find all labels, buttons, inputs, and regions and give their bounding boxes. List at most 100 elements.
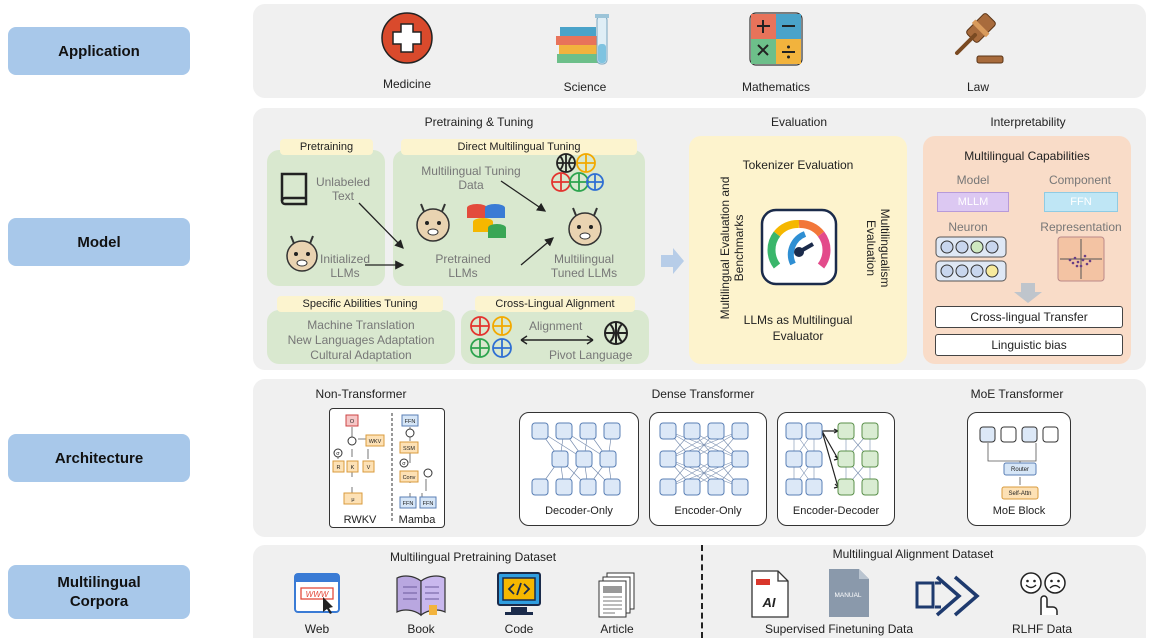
row-label-text: Architecture: [54, 449, 144, 467]
specific-abilities-tag: Specific Abilities Tuning: [277, 296, 443, 312]
decoder-only-label: Decoder-Only: [545, 505, 613, 517]
code-label: Code: [504, 622, 534, 636]
encoder-only-label: Encoder-Only: [674, 505, 742, 517]
mamba-conv-label: Conv: [403, 475, 416, 481]
rwkv-mu-label: μ: [351, 497, 354, 503]
rwkv-k-label: K: [351, 465, 355, 471]
down-arrow-icon: [1014, 283, 1042, 303]
pretraining-tag: Pretraining: [280, 139, 373, 155]
moe-block-label: MoE Block: [992, 505, 1046, 517]
tuned-llms-label: Multilingual Tuned LLMs: [550, 252, 618, 280]
encoder-only-card: Encoder-Only: [649, 412, 767, 526]
row-label-corpora: Multilingual Corpora: [8, 565, 190, 619]
web-label: Web: [304, 622, 330, 636]
non-transformer-card: O WKV R K V μ σ FFN SSM Conv FFN FFN σ R…: [329, 408, 445, 528]
pretraining-dataset-title: Multilingual Pretraining Dataset: [389, 550, 557, 564]
self-attn-label: Self-Attn: [1008, 491, 1031, 497]
medicine-label: Medicine: [382, 77, 432, 91]
ai-document-label: AI: [762, 595, 776, 610]
multilingual-globes-icon: [470, 316, 512, 358]
rwkv-r-label: R: [337, 465, 341, 471]
representation-scatter-icon: [1057, 236, 1105, 282]
web-icon: WWW: [294, 573, 340, 614]
manual-document-icon: MANUAL: [829, 569, 869, 617]
pretraining-tuning-title: Pretraining & Tuning: [424, 115, 534, 129]
llama-icon: [286, 235, 318, 272]
rwkv-o-label: O: [350, 419, 355, 425]
linguistic-bias-box: Linguistic bias: [935, 334, 1123, 356]
encoder-only-diagram: [659, 422, 749, 496]
rwkv-sigma-label: σ: [336, 451, 340, 457]
encoder-decoder-card: Encoder-Decoder: [777, 412, 895, 526]
model-label: Model: [956, 173, 990, 187]
llama-icon: [568, 207, 602, 246]
architecture-panel: Non-Transformer Dense Transformer MoE Tr…: [253, 379, 1146, 537]
law-label: Law: [966, 80, 989, 94]
encoder-decoder-diagram: [785, 422, 879, 496]
multilingual-globes-icon: [551, 153, 604, 192]
model-panel: Pretraining & Tuning Pretraining Unlabel…: [253, 108, 1146, 370]
dense-transformer-title: Dense Transformer: [651, 387, 755, 401]
sft-label: Supervised Finetuning Data: [764, 622, 914, 636]
calculator-icon: [749, 12, 803, 66]
tuning-arrows: [358, 180, 554, 270]
feedback-faces-icon: [1020, 572, 1066, 615]
machine-translation-label: Machine Translation: [307, 318, 415, 332]
new-languages-label: New Languages Adaptation: [287, 333, 435, 347]
decoder-only-diagram: [531, 422, 621, 496]
component-label: Component: [1048, 173, 1112, 187]
rlhf-label: RLHF Data: [1011, 622, 1073, 636]
article-label: Article: [600, 622, 634, 636]
mathematics-label: Mathematics: [741, 80, 811, 94]
book-label: Book: [407, 622, 435, 636]
decoder-only-card: Decoder-Only: [519, 412, 639, 526]
benchmarks-vertical-label: Multilingual Evaluation and Benchmarks: [718, 176, 746, 320]
gavel-icon: [955, 13, 1004, 64]
web-www-label: WWW: [306, 590, 330, 599]
right-arrow-icon: [661, 248, 684, 274]
row-label-architecture: Architecture: [8, 434, 190, 482]
neuron-icon: [935, 236, 1007, 282]
book-icon: [280, 172, 308, 206]
moe-block-card: Router Self-Attn MoE Block: [967, 412, 1071, 526]
direct-tuning-tag: Direct Multilingual Tuning: [401, 139, 637, 155]
evaluation-title: Evaluation: [770, 115, 828, 129]
non-transformer-title: Non-Transformer: [315, 387, 407, 401]
gauge-icon: [760, 208, 838, 286]
application-panel: Medicine Science Mathematics Law: [253, 4, 1146, 98]
row-label-text: Model: [77, 233, 121, 251]
ai-document-icon: AI: [751, 570, 789, 618]
row-label-application: Application: [8, 27, 190, 75]
encoder-decoder-label: Encoder-Decoder: [792, 505, 880, 517]
science-icon: [556, 14, 609, 65]
initialized-llms-label: Initialized LLMs: [319, 252, 371, 280]
cross-lingual-transfer-box: Cross-lingual Transfer: [935, 306, 1123, 328]
moe-diagram: Router Self-Attn: [979, 426, 1059, 500]
tokenizer-evaluation-label: Tokenizer Evaluation: [742, 158, 854, 172]
multilingualism-vertical-label: Multilingualism Evaluation: [864, 208, 892, 288]
llm-evaluator-label: LLMs as Multilingual Evaluator: [743, 313, 853, 343]
alignment-label: Alignment: [529, 319, 583, 333]
cross-lingual-tag: Cross-Lingual Alignment: [475, 296, 635, 312]
mamba-ffn-a-label: FFN: [403, 501, 414, 507]
moe-transformer-title: MoE Transformer: [970, 387, 1064, 401]
science-label: Science: [563, 80, 607, 94]
code-icon: [497, 572, 541, 615]
ffn-badge: FFN: [1044, 192, 1118, 212]
row-label-model: Model: [8, 218, 190, 266]
llama-icon: [416, 203, 450, 242]
double-arrow-icon: [520, 335, 594, 345]
representation-label: Representation: [1040, 220, 1122, 234]
globe-icon: [604, 321, 628, 345]
corpora-panel: Multilingual Pretraining Dataset Multili…: [253, 545, 1146, 638]
mllm-badge: MLLM: [937, 192, 1009, 212]
interpretability-title: Interpretability: [990, 115, 1066, 129]
rwkv-mamba-diagram: O WKV R K V μ σ FFN SSM Conv FFN FFN σ: [332, 413, 437, 521]
router-label: Router: [1011, 467, 1029, 473]
mamba-ffn-b-label: FFN: [423, 501, 434, 507]
pretraining-box: [267, 150, 385, 286]
row-label-text: Multilingual Corpora: [57, 574, 141, 610]
cultural-adaptation-label: Cultural Adaptation: [310, 348, 412, 362]
mamba-ssm-label: SSM: [403, 446, 415, 452]
mamba-sigma-label: σ: [402, 461, 406, 467]
